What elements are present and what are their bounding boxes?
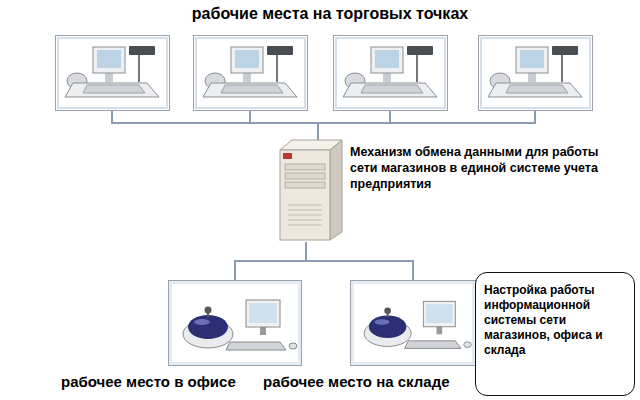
node-label: рабочее место на складе (263, 373, 450, 391)
drive-bay (285, 173, 325, 179)
node-label: Механизм обмена данными для работы сети … (350, 144, 615, 192)
pos-terminal (194, 36, 308, 111)
wire (534, 110, 536, 123)
wire (111, 122, 536, 124)
network-link (306, 242, 413, 280)
pos-terminal (56, 36, 170, 111)
wire (111, 110, 113, 123)
server-front (280, 150, 330, 240)
workstation-node: рабочее место в офисе (168, 280, 302, 366)
pos-terminal (334, 36, 448, 111)
store-wiring (111, 110, 536, 143)
drive-bay (285, 164, 325, 170)
server-tower (280, 140, 342, 240)
server-node: Механизм обмена данными для работы сети … (270, 138, 342, 242)
wire (389, 110, 391, 123)
diagram-title: рабочие места на торговых точках (192, 4, 468, 24)
server-side (330, 140, 342, 240)
warehouse-workstation (364, 301, 471, 348)
note-box: Настройка работы информационной системы … (475, 272, 635, 396)
drive-bay (285, 182, 325, 188)
workstation-node: рабочее место на складе (350, 280, 476, 366)
office-workstation (183, 300, 297, 350)
node-label: рабочее место в офисе (61, 373, 236, 391)
server-vents (288, 205, 322, 225)
node-text: Настройка работы информационной системы … (484, 283, 626, 358)
wire (249, 110, 251, 123)
server-badge (283, 153, 292, 159)
pos-terminal (479, 36, 593, 111)
network-link (235, 242, 306, 280)
